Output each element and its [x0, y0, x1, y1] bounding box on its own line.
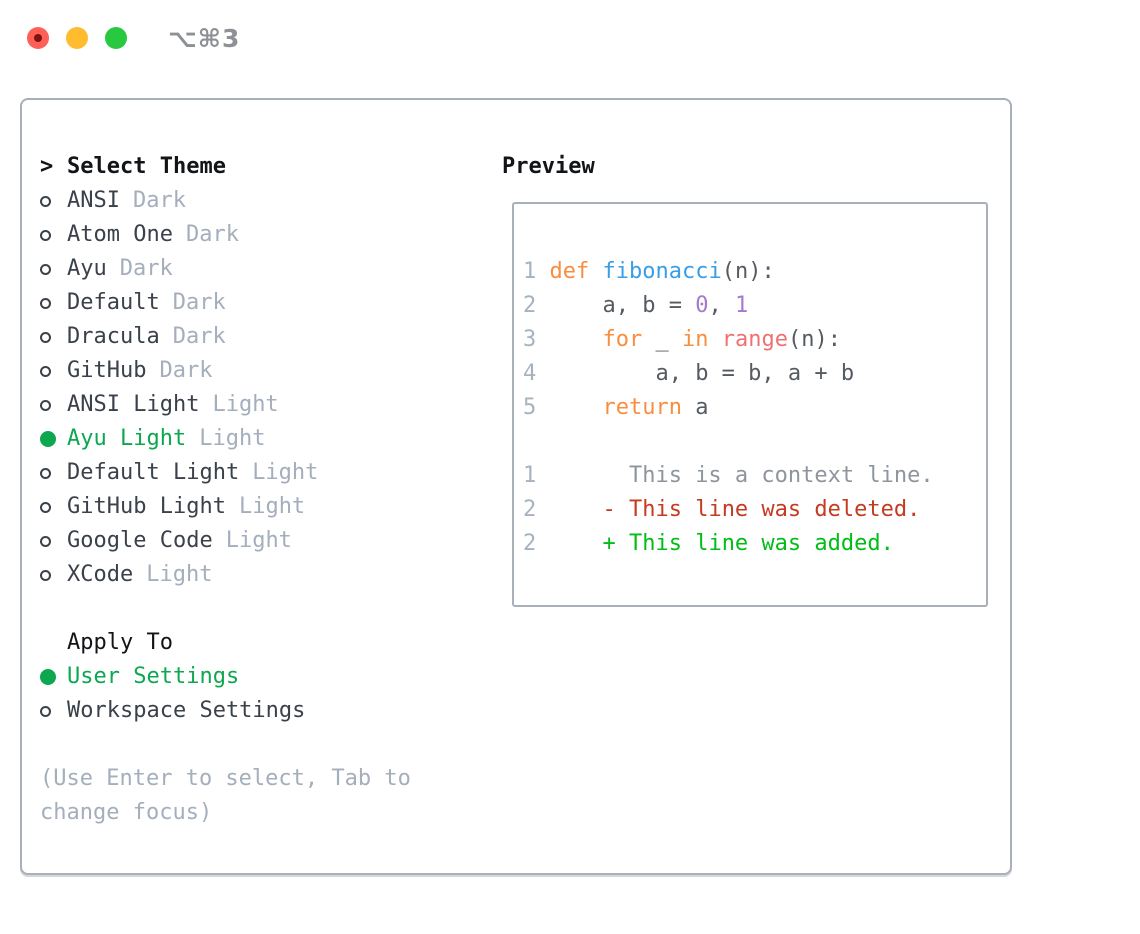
radio-unselected-icon: [40, 365, 67, 377]
apply-option-label: User Settings: [67, 664, 240, 689]
theme-name: GitHub Light: [67, 494, 226, 519]
radio-selected-icon: [40, 669, 67, 685]
theme-option-ansi-light[interactable]: ANSI Light Light: [40, 388, 476, 422]
theme-option-default-light[interactable]: Default Light Light: [40, 456, 476, 490]
theme-name: ANSI Light: [67, 392, 200, 417]
theme-name: Ayu: [67, 256, 107, 281]
theme-name: Dracula: [67, 324, 160, 349]
theme-name: Atom One: [67, 222, 173, 247]
theme-variant-tag: Dark: [185, 222, 239, 247]
theme-variant-tag: Dark: [119, 256, 173, 281]
theme-option-github-light[interactable]: GitHub Light Light: [40, 490, 476, 524]
code-line-1: 1 def fibonacci(n):: [523, 259, 775, 284]
code-line-3: 3 for _ in range(n):: [523, 327, 841, 352]
apply-option-user-settings[interactable]: User Settings: [40, 660, 476, 694]
apply-option-label: Workspace Settings: [67, 698, 306, 723]
theme-variant-tag: Dark: [172, 324, 226, 349]
theme-variant-tag: Dark: [132, 188, 186, 213]
preview-code-box: 1 def fibonacci(n): 2 a, b = 0, 1 3 for …: [512, 202, 988, 607]
theme-variant-tag: Light: [212, 392, 279, 417]
preview-title: Preview: [502, 154, 595, 179]
diff-line-added: 2 + This line was added.: [523, 531, 894, 556]
theme-variant-tag: Light: [146, 562, 213, 587]
theme-option-ayu-dark[interactable]: Ayu Dark: [40, 252, 476, 286]
theme-variant-tag: Light: [225, 528, 292, 553]
theme-variant-tag: Dark: [172, 290, 226, 315]
theme-option-dracula-dark[interactable]: Dracula Dark: [40, 320, 476, 354]
zoom-button[interactable]: [105, 27, 127, 49]
theme-variant-tag: Light: [238, 494, 306, 519]
minimize-button[interactable]: [66, 27, 88, 49]
theme-list-title: Select Theme: [67, 154, 226, 179]
apply-to-title: Apply To: [67, 630, 173, 655]
preview-section: Preview 1 def fibonacci(n): 2 a, b = 0, …: [502, 150, 988, 607]
theme-name: Default Light: [67, 460, 240, 485]
radio-unselected-icon: [40, 467, 67, 479]
theme-option-github-dark[interactable]: GitHub Dark: [40, 354, 476, 388]
radio-unselected-icon: [40, 501, 67, 513]
theme-option-ayu-light[interactable]: Ayu Light Light: [40, 422, 476, 456]
theme-name: Default: [67, 290, 160, 315]
diff-line-deleted: 2 - This line was deleted.: [523, 497, 921, 522]
apply-option-workspace-settings[interactable]: Workspace Settings: [40, 694, 476, 728]
theme-name: ANSI: [67, 188, 120, 213]
theme-name: Ayu Light: [67, 426, 187, 451]
window-titlebar: ⌥⌘3: [0, 0, 1140, 76]
radio-unselected-icon: [40, 263, 67, 275]
window-title: ⌥⌘3: [168, 23, 241, 53]
theme-variant-tag: Dark: [159, 358, 213, 383]
code-line-5: 5 return a: [523, 395, 709, 420]
section-gap: [40, 728, 476, 762]
apply-to-header-row: Apply To: [40, 626, 476, 660]
blank-line: [523, 425, 986, 459]
radio-unselected-icon: [40, 569, 67, 581]
code-line-4: 4 a, b = b, a + b: [523, 361, 855, 386]
help-text: (Use Enter to select, Tab to change focu…: [40, 766, 411, 825]
prompt-caret-icon: >: [40, 154, 54, 179]
theme-name: XCode: [67, 562, 134, 587]
theme-list-header-row: > Select Theme: [40, 150, 476, 184]
radio-unselected-icon: [40, 297, 67, 309]
theme-option-ansi-dark[interactable]: ANSI Dark: [40, 184, 476, 218]
theme-name: GitHub: [67, 358, 147, 383]
code-line-2: 2 a, b = 0, 1: [523, 293, 749, 318]
section-gap: [40, 592, 476, 626]
theme-variant-tag: Light: [199, 426, 266, 451]
radio-unselected-icon: [40, 195, 67, 207]
theme-option-atom-one-dark[interactable]: Atom One Dark: [40, 218, 476, 252]
radio-selected-icon: [40, 431, 67, 447]
radio-unselected-icon: [40, 535, 67, 547]
diff-line-context: 1 This is a context line.: [523, 463, 934, 488]
radio-unselected-icon: [40, 229, 67, 241]
radio-unselected-icon: [40, 331, 67, 343]
theme-name: Google Code: [67, 528, 213, 553]
theme-option-xcode[interactable]: XCode Light: [40, 558, 476, 592]
radio-unselected-icon: [40, 705, 67, 717]
radio-unselected-icon: [40, 399, 67, 411]
theme-option-default-dark[interactable]: Default Dark: [40, 286, 476, 320]
theme-option-google-code[interactable]: Google Code Light: [40, 524, 476, 558]
theme-variant-tag: Light: [252, 460, 319, 485]
close-button[interactable]: [27, 27, 49, 49]
close-button-dot-icon: [34, 34, 42, 42]
